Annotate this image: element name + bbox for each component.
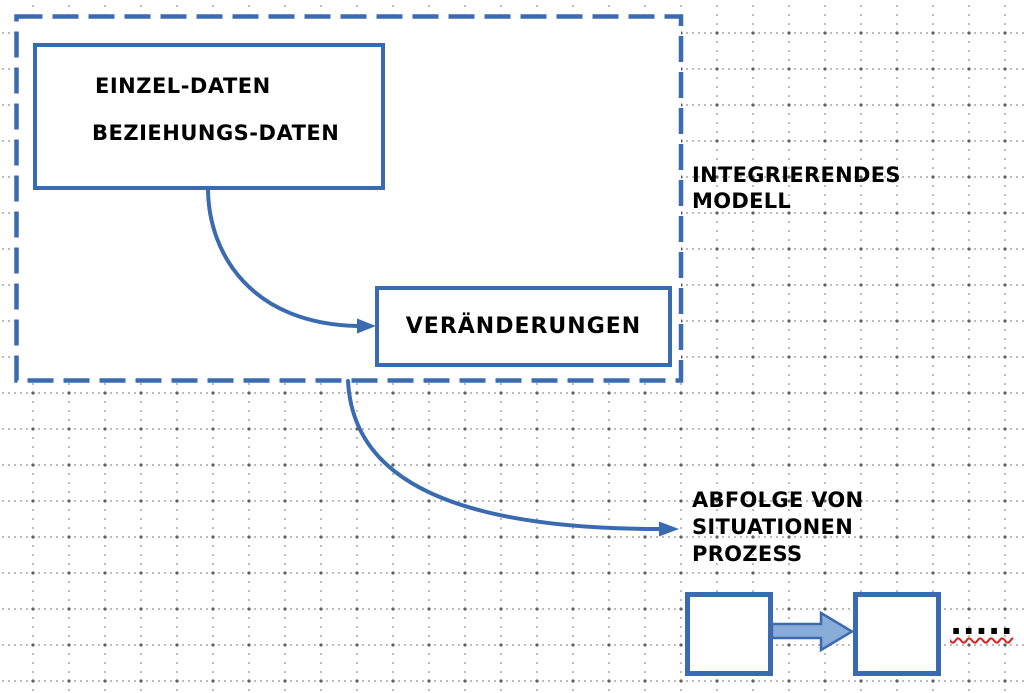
- sequence-ellipsis-text: .....: [950, 604, 1014, 642]
- connector-data-to-changes-arrowhead-icon: [357, 318, 376, 334]
- connector-data-to-changes[interactable]: [206, 188, 360, 328]
- connector-group-to-process[interactable]: [346, 379, 662, 531]
- integrating-model-label-line2: MODELL: [692, 189, 792, 213]
- sequence-ellipsis[interactable]: .....: [950, 604, 1013, 646]
- process-label[interactable]: ABFOLGE VON SITUATIONEN PROZESS: [692, 487, 863, 568]
- integrating-model-label-line1: INTEGRIERENDES: [692, 163, 901, 187]
- changes-box[interactable]: VERÄNDERUNGEN: [375, 286, 672, 367]
- integrating-model-label[interactable]: INTEGRIERENDES MODELL: [692, 162, 901, 214]
- process-label-line3: PROZESS: [692, 542, 803, 566]
- process-label-line2: SITUATIONEN: [692, 515, 854, 539]
- data-box-line1: EINZEL-DATEN: [95, 74, 271, 98]
- changes-box-label: VERÄNDERUNGEN: [405, 314, 642, 339]
- data-box[interactable]: EINZEL-DATEN BEZIEHUNGS-DATEN: [33, 43, 385, 190]
- connector-group-to-process-arrowhead-icon: [659, 521, 679, 537]
- sequence-box-2[interactable]: [853, 592, 941, 676]
- data-box-line2: BEZIEHUNGS-DATEN: [92, 121, 340, 145]
- process-label-line1: ABFOLGE VON: [692, 488, 864, 512]
- block-arrow-icon[interactable]: [770, 610, 855, 653]
- sequence-box-1[interactable]: [685, 592, 773, 676]
